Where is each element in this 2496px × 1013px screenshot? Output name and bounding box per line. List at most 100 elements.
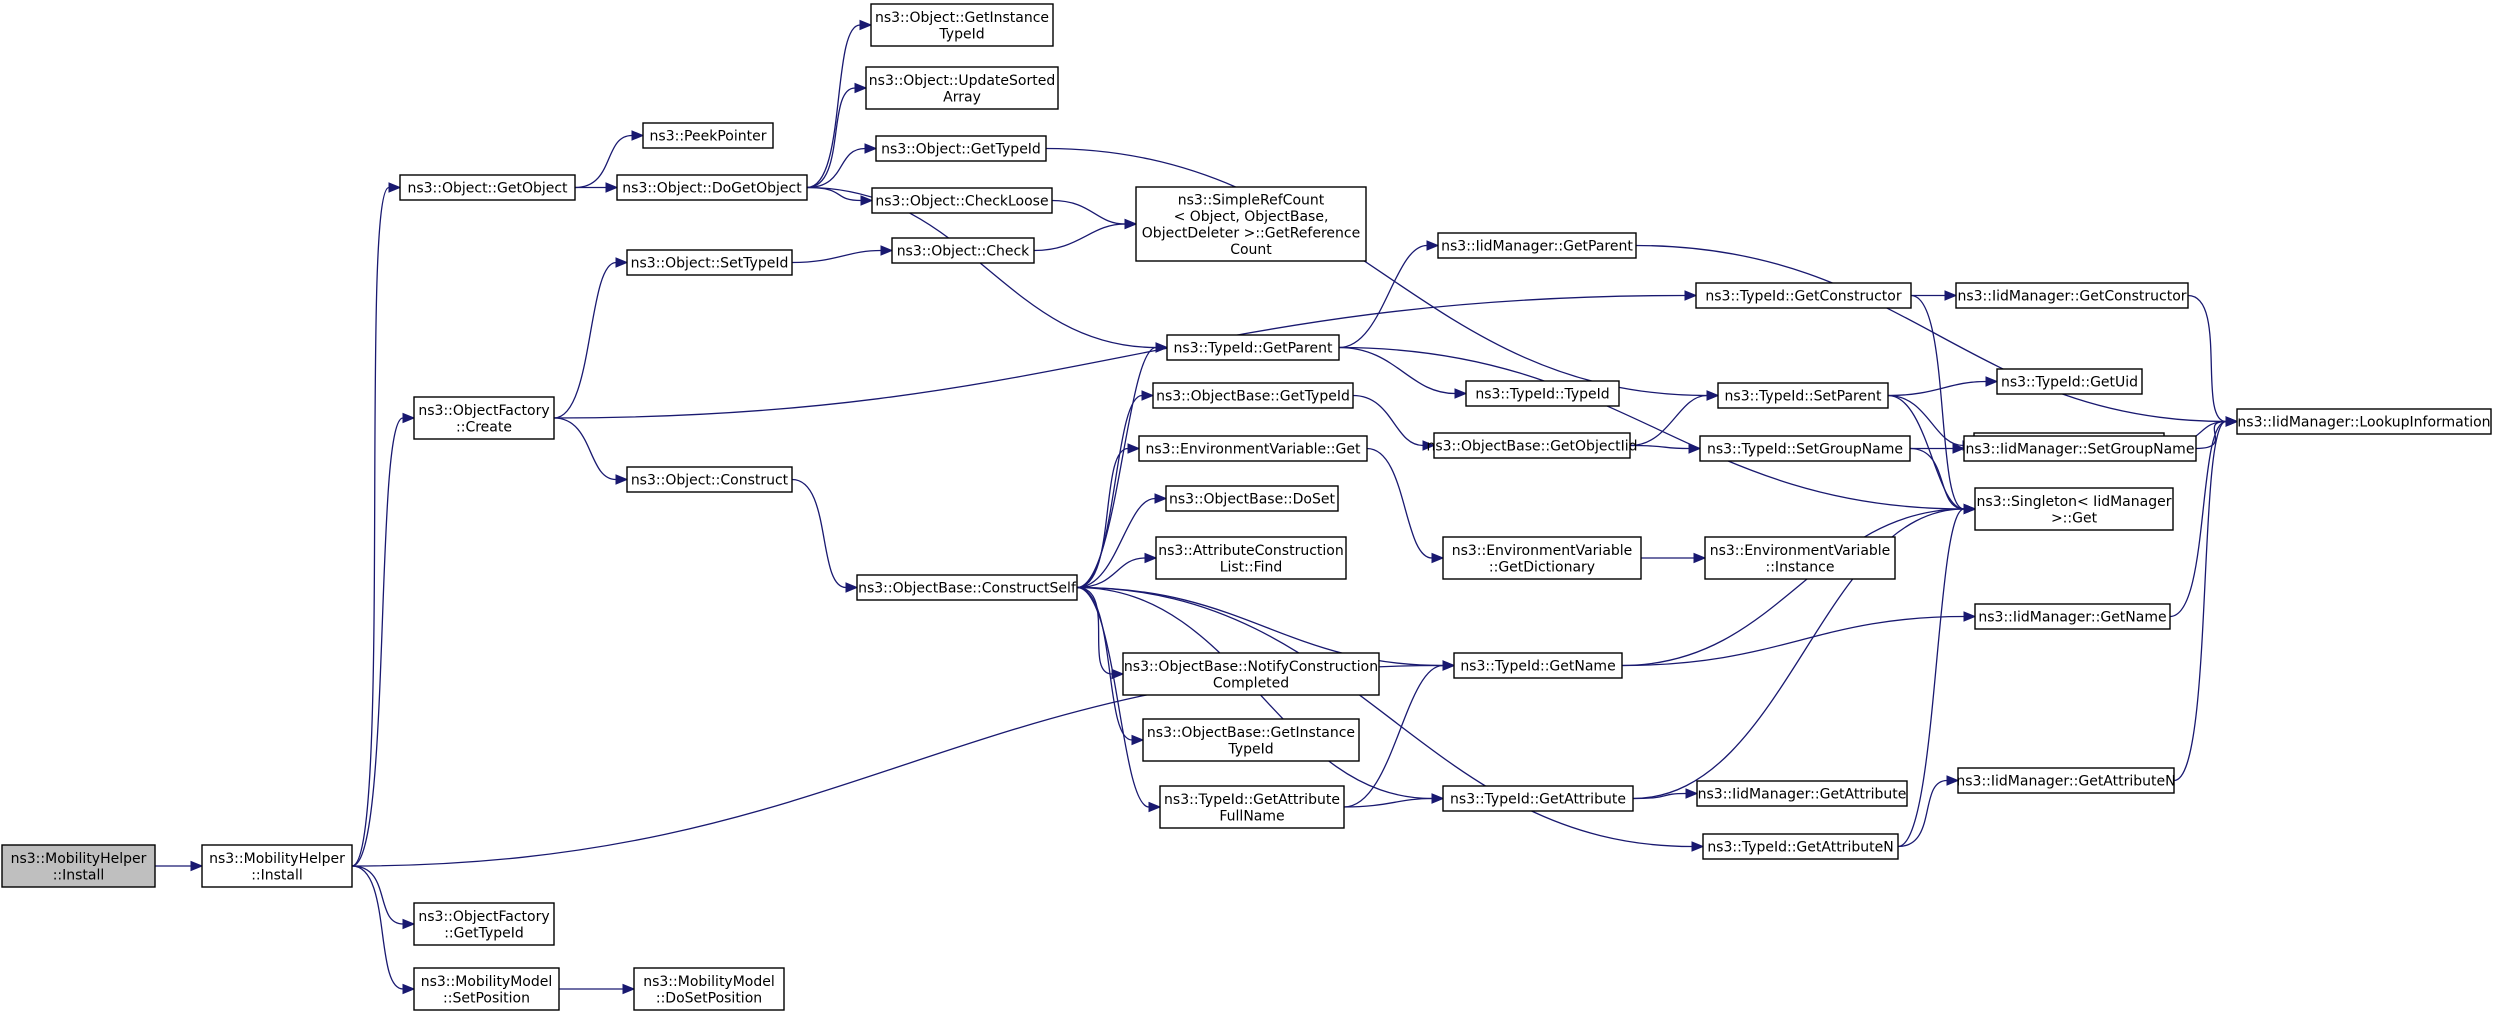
node-tsgn[interactable]: ns3::TypeId::SetGroupName [1699, 435, 1911, 462]
node-label-ofgt-0: ns3::ObjectFactory [418, 909, 549, 925]
node-label-iigan-0: ns3::IidManager::GetAttributeN [1956, 774, 2175, 790]
node-label-obgit-1: TypeId [1227, 741, 1273, 757]
node-iigc[interactable]: ns3::IidManager::GetConstructor [1955, 282, 2189, 309]
node-evg[interactable]: ns3::EnvironmentVariable::Get [1138, 435, 1368, 462]
node-peek[interactable]: ns3::PeekPointer [642, 122, 774, 149]
edge-obgt-to-obgoi [1352, 394, 1424, 447]
node-obds[interactable]: ns3::ObjectBase::DoSet [1165, 485, 1339, 512]
node-label-aclf-1: List::Find [1220, 559, 1283, 575]
node-box-iign [1974, 603, 2171, 630]
node-label-obgt-0: ns3::ObjectBase::GetTypeId [1156, 389, 1350, 405]
edge-obcs-to-tgafn [1076, 586, 1150, 808]
node-label-obds-0: ns3::ObjectBase::DoSet [1169, 492, 1335, 508]
node-box-evi [1704, 536, 1896, 580]
node-iign[interactable]: ns3::IidManager::GetName [1974, 603, 2171, 630]
node-iigp[interactable]: ns3::IidManager::GetParent [1437, 232, 1637, 259]
edge-mhi-to-mmsp [351, 865, 404, 990]
node-obncc[interactable]: ns3::ObjectBase::NotifyConstructionCompl… [1122, 652, 1380, 696]
edge-ochk-to-srcg [1033, 223, 1126, 252]
node-dogo[interactable]: ns3::Object::DoGetObject [616, 174, 808, 201]
node-mmsp[interactable]: ns3::MobilityModel::SetPosition [413, 967, 560, 1011]
node-evgd[interactable]: ns3::EnvironmentVariable::GetDictionary [1442, 536, 1642, 580]
arrowhead-tgafn-to-tga [1431, 793, 1445, 804]
node-obgt[interactable]: ns3::ObjectBase::GetTypeId [1152, 382, 1354, 409]
node-ostid[interactable]: ns3::Object::SetTypeId [626, 249, 793, 276]
node-box-ostid [626, 249, 793, 276]
node-ochk[interactable]: ns3::Object::Check [891, 237, 1035, 264]
node-iisgn[interactable]: ns3::IidManager::SetGroupName [1963, 435, 2197, 462]
edge-evg-to-evgd [1366, 447, 1433, 559]
node-tsp[interactable]: ns3::TypeId::SetParent [1717, 382, 1889, 409]
node-ocon[interactable]: ns3::Object::Construct [626, 466, 793, 493]
node-srcg[interactable]: ns3::SimpleRefCount< Object, ObjectBase,… [1135, 186, 1367, 262]
node-mmdsp[interactable]: ns3::MobilityModel::DoSetPosition [633, 967, 785, 1011]
node-iiga[interactable]: ns3::IidManager::GetAttribute [1696, 780, 1908, 807]
node-tgu[interactable]: ns3::TypeId::GetUid [1996, 368, 2143, 395]
node-oget[interactable]: ns3::Object::GetObject [399, 174, 576, 201]
edges-layer [154, 19, 2239, 995]
node-label-iiga-0: ns3::IidManager::GetAttribute [1698, 787, 1907, 803]
node-evi[interactable]: ns3::EnvironmentVariable::Instance [1704, 536, 1896, 580]
edge-obcs-to-obgt [1076, 394, 1143, 589]
edge-ocon-to-obcs [791, 478, 847, 589]
node-tgc[interactable]: ns3::TypeId::GetConstructor [1695, 282, 1912, 309]
edge-tgn-to-iign [1621, 615, 1965, 667]
arrowhead-mhi-to-ofgt [402, 918, 416, 930]
node-label-aclf-0: ns3::AttributeConstruction [1158, 543, 1343, 559]
node-tgn[interactable]: ns3::TypeId::GetName [1453, 652, 1623, 679]
node-label-tgn-0: ns3::TypeId::GetName [1460, 659, 1615, 675]
node-box-iili [2236, 408, 2492, 435]
node-label-ocl-0: ns3::Object::CheckLoose [875, 194, 1048, 210]
node-label-srcg-0: ns3::SimpleRefCount [1178, 192, 1325, 208]
node-root[interactable]: ns3::MobilityHelper::Install [1, 844, 156, 888]
node-mhi[interactable]: ns3::MobilityHelper::Install [201, 844, 353, 888]
node-label-tgu-0: ns3::TypeId::GetUid [2001, 375, 2138, 391]
node-sig[interactable]: ns3::Singleton< IidManager>::Get [1974, 487, 2174, 531]
edge-iigan-to-iili [2173, 420, 2227, 782]
node-label-mmsp-1: ::SetPosition [443, 990, 530, 1006]
edge-tgp-to-iigp [1338, 244, 1428, 349]
node-ofc[interactable]: ns3::ObjectFactory::Create [413, 396, 555, 440]
node-ocl[interactable]: ns3::Object::CheckLoose [871, 187, 1053, 214]
node-iigan[interactable]: ns3::IidManager::GetAttributeN [1956, 767, 2176, 794]
node-box-obgt [1152, 382, 1354, 409]
arrowhead-dogo-to-ogit [859, 19, 873, 31]
node-label-sig-1: >::Get [2051, 510, 2098, 526]
node-label-obcs-0: ns3::ObjectBase::ConstructSelf [858, 581, 1077, 597]
node-label-obncc-1: Completed [1213, 675, 1289, 691]
node-box-tgan [1702, 833, 1899, 860]
node-box-iigan [1957, 767, 2175, 794]
node-tgp[interactable]: ns3::TypeId::GetParent [1166, 334, 1340, 361]
arrowhead-tgc-to-iigc [1944, 290, 1958, 301]
arrowhead-obgt-to-obgoi [1422, 440, 1436, 451]
edge-tsgn-to-sig [1909, 447, 1965, 510]
node-ttid[interactable]: ns3::TypeId::TypeId [1465, 380, 1620, 407]
node-label-iigp-0: ns3::IidManager::GetParent [1441, 239, 1633, 255]
node-box-ocl [871, 187, 1053, 214]
node-label-evi-0: ns3::EnvironmentVariable [1710, 543, 1891, 559]
node-label-evgd-1: ::GetDictionary [1489, 559, 1595, 575]
edge-iigp-to-iili [1635, 244, 2227, 423]
node-iili[interactable]: ns3::IidManager::LookupInformation [2236, 408, 2492, 435]
node-obgoi[interactable]: ns3::ObjectBase::GetObjectIid [1426, 432, 1638, 459]
node-ogti[interactable]: ns3::Object::GetTypeId [875, 135, 1047, 162]
edge-dogo-to-ousa [806, 87, 856, 189]
node-tga[interactable]: ns3::TypeId::GetAttribute [1442, 785, 1634, 812]
arrowhead-ochk-to-srcg [1124, 218, 1138, 230]
edge-obcs-to-tgan [1076, 586, 1693, 848]
node-ofgt[interactable]: ns3::ObjectFactory::GetTypeId [413, 902, 555, 946]
arrowhead-tgn-to-iign [1963, 611, 1977, 622]
arrowhead-obcs-to-tgp [1155, 342, 1169, 353]
edge-dogo-to-tgp [806, 186, 1157, 349]
arrowhead-dogo-to-ogti [864, 143, 878, 154]
node-label-tgafn-1: FullName [1219, 808, 1284, 824]
node-label-srcg-1: < Object, ObjectBase, [1174, 209, 1329, 225]
node-tgan[interactable]: ns3::TypeId::GetAttributeN [1702, 833, 1899, 860]
node-obcs[interactable]: ns3::ObjectBase::ConstructSelf [856, 574, 1078, 601]
node-box-sig [1974, 487, 2174, 531]
